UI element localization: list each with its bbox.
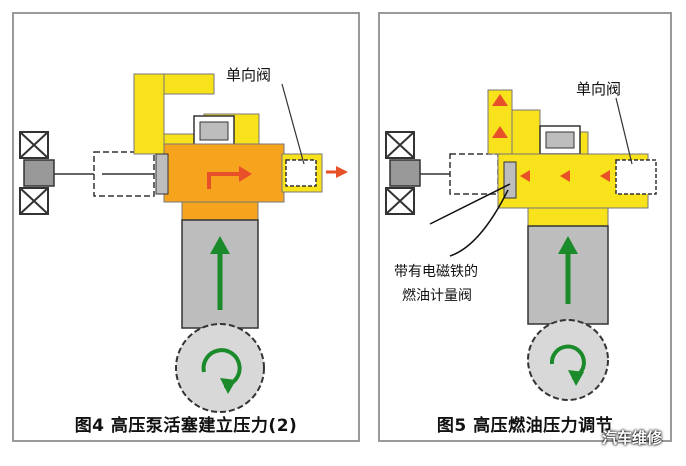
figure-5-caption: 图5 高压燃油压力调节 [436,416,614,436]
flow-arrow-head [239,166,252,182]
figure-4-diagram: 单向阀 [19,66,348,413]
outlet-arrow [336,166,348,178]
metering-valve-plunger [155,153,169,195]
metering-valve-label-line2: 燃油计量阀 [402,287,472,304]
metering-leader-line-2 [449,189,509,257]
figure-5-diagram: 单向阀 带有电磁铁的 燃油计量阀 [385,80,657,401]
flow-arrow-left [520,170,530,182]
valve-leader-line [615,97,633,165]
figure-5-panel: 单向阀 带有电磁铁的 燃油计量阀 图5 高压燃油压力调节 [378,12,672,442]
valve-leader-line [281,83,305,165]
drive-cam [175,323,265,413]
solenoid-coil [19,131,55,215]
metering-valve-label-line1: 带有电磁铁的 [394,264,478,280]
cylinder-top [181,201,259,221]
solenoid-coil [385,131,421,215]
flow-arrow-up [492,94,508,106]
figure-4-panel: 单向阀 图4 高压泵活塞建立压力(2) [12,12,360,442]
watermark: 汽车维修 [601,429,662,447]
check-valve-label: 单向阀 [576,80,621,98]
drive-cam [527,319,609,401]
flow-arrow [207,172,239,189]
figure-4-caption: 图4 高压泵活塞建立压力(2) [74,416,298,436]
check-valve-label: 单向阀 [226,66,271,84]
metering-leader-line-1 [429,183,511,225]
check-valve [285,159,317,187]
inlet-pipe [133,73,165,155]
metering-valve-plunger [503,161,517,199]
spring [93,151,155,197]
spring [449,153,499,195]
check-valve [615,159,657,195]
